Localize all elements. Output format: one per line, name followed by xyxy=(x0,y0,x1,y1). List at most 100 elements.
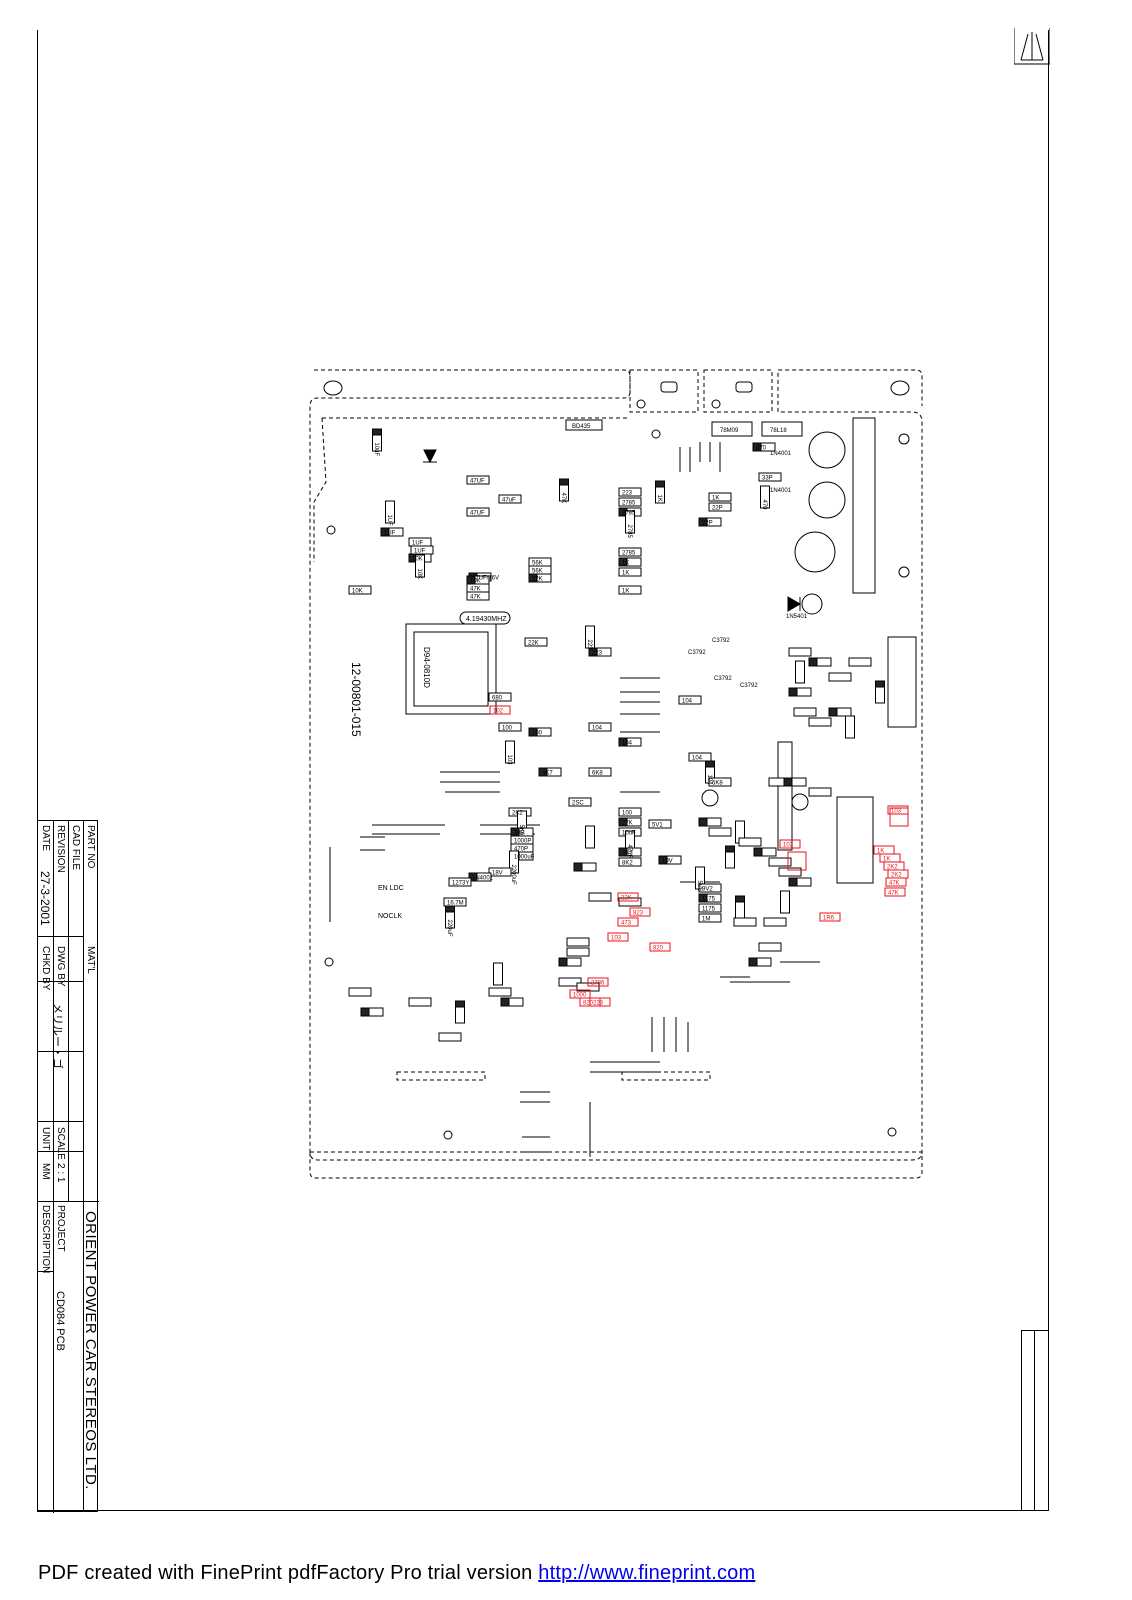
component-label-red: 1R6 xyxy=(823,916,835,922)
component-body xyxy=(493,962,503,986)
component-label: 33P xyxy=(762,476,773,482)
component-label: 2785 xyxy=(626,525,632,539)
component-polarity-band xyxy=(538,767,548,777)
component-label: 104 xyxy=(592,726,603,732)
revision-label: REVISION xyxy=(55,825,66,873)
component-label: 1000P xyxy=(514,839,531,845)
component-label: 1273Y xyxy=(452,881,469,887)
component-label: C3792 xyxy=(712,638,730,644)
component-label: 2785 xyxy=(622,551,636,557)
component-body-red xyxy=(617,892,639,902)
component-label: 2K2 xyxy=(512,811,523,817)
component-polarity-band xyxy=(725,845,735,853)
component-body xyxy=(848,657,872,667)
component-body xyxy=(808,787,832,797)
component-body xyxy=(588,892,612,902)
crystal-label: 4.19430MHZ xyxy=(466,616,507,623)
component-label: 104 xyxy=(706,775,712,786)
component-polarity-band xyxy=(372,428,382,436)
component-label: 103 xyxy=(506,755,512,766)
component-label: 6K8 xyxy=(592,771,603,777)
component-body xyxy=(618,567,642,577)
component-body xyxy=(568,797,592,807)
capacitor xyxy=(808,431,846,469)
component-body xyxy=(618,487,642,497)
component-label: 1175 xyxy=(702,897,716,903)
revision-box xyxy=(1021,1330,1048,1511)
component-body xyxy=(488,867,512,877)
component-label: C3792 xyxy=(688,650,706,656)
component-label: 104 xyxy=(682,699,693,705)
fineprint-link[interactable]: http://www.fineprint.com xyxy=(538,1562,756,1584)
component-label: 2200uF xyxy=(510,865,516,886)
component-label: 1UF xyxy=(384,531,396,537)
component-label: 10uF xyxy=(373,443,379,457)
component-label: 47K xyxy=(470,595,481,601)
component-polarity-band xyxy=(655,480,665,488)
component-body xyxy=(558,977,582,987)
component-body xyxy=(524,637,548,647)
component-label: 100 xyxy=(532,731,543,737)
component-label-red: 22K xyxy=(621,896,632,902)
component-polarity-band xyxy=(658,855,668,865)
component-body xyxy=(698,913,722,923)
component-body xyxy=(348,987,372,997)
component-label: 47uF xyxy=(502,498,516,504)
component-label: 9V2 xyxy=(702,887,713,893)
trim-pot xyxy=(791,793,809,811)
component-polarity-band xyxy=(808,657,818,667)
component-label: 3K3 xyxy=(622,851,633,857)
component-label: 1K xyxy=(622,589,629,595)
component-label: 2785 xyxy=(622,511,636,517)
component-label: 470P xyxy=(514,847,528,853)
component-polarity-band xyxy=(875,680,885,688)
ic-label: D94-0810D xyxy=(422,647,431,688)
power-connector xyxy=(852,417,876,594)
component-body xyxy=(738,837,762,847)
component-label: 5V1 xyxy=(652,823,663,829)
component-label-red: 1000 xyxy=(573,993,587,999)
unit-value: MM xyxy=(40,1163,51,1180)
component-label: 78M09 xyxy=(720,428,739,434)
pdf-footer: PDF created with FinePrint pdfFactory Pr… xyxy=(38,1562,755,1585)
component-label: 5V6 xyxy=(696,881,702,892)
mounting-hole xyxy=(890,380,910,396)
component-label: 10K xyxy=(470,579,481,585)
component-body xyxy=(408,997,432,1007)
component-body xyxy=(778,867,802,877)
component-label-red: 473 xyxy=(621,921,632,927)
component-body-red xyxy=(629,907,651,917)
component-body xyxy=(348,585,372,595)
component-label-red: 2786 xyxy=(591,981,605,987)
component-label: 10K xyxy=(352,589,363,595)
component-label-red: 1K xyxy=(883,857,890,863)
component-label: 22P xyxy=(702,521,713,527)
component-label: 1UF xyxy=(412,541,424,547)
component-label: 47K xyxy=(470,587,481,593)
regulator xyxy=(761,421,803,437)
component-body xyxy=(648,819,672,829)
component-label-red: 820 xyxy=(653,946,664,952)
component-label: 1N4001 xyxy=(770,488,792,494)
component-label: 56K xyxy=(532,569,543,575)
component-polarity-band xyxy=(618,737,628,747)
regulator xyxy=(711,421,753,437)
component-label: 47K xyxy=(560,493,566,504)
component-label: 1N4001 xyxy=(770,451,792,457)
component-body xyxy=(466,507,490,517)
component-label: 1UF xyxy=(386,515,392,527)
connector-slot xyxy=(735,381,753,393)
component-body-red xyxy=(885,877,907,887)
footer-prefix: PDF created with FinePrint pdfFactory Pr… xyxy=(38,1562,539,1584)
component-label-red: 103 xyxy=(783,843,794,849)
component-body xyxy=(618,497,642,507)
component-body xyxy=(758,472,782,482)
component-body xyxy=(618,547,642,557)
component-body-red xyxy=(607,932,629,942)
component-body xyxy=(625,510,635,534)
component-body xyxy=(509,850,519,874)
component-polarity-band xyxy=(698,893,708,903)
component-polarity-band xyxy=(788,877,798,887)
component-label: 1175 xyxy=(702,907,716,913)
component-body xyxy=(733,917,757,927)
